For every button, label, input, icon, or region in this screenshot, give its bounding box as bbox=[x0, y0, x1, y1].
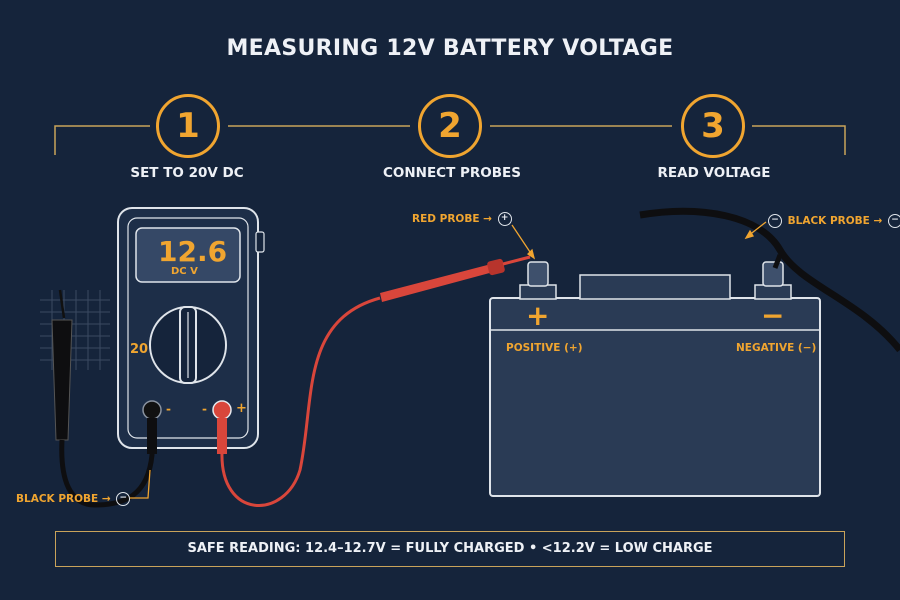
multimeter bbox=[117, 207, 265, 449]
negative-symbol: − bbox=[761, 299, 785, 332]
arrow-icon: → bbox=[873, 215, 883, 227]
voltage-reading: 12.6 bbox=[158, 235, 228, 268]
com-jack[interactable] bbox=[142, 400, 162, 420]
red-probe-callout: RED PROBE → + bbox=[412, 212, 514, 226]
positive-symbol: + bbox=[526, 299, 550, 332]
positive-label: POSITIVE (+) bbox=[506, 342, 583, 354]
plus-badge-icon: + bbox=[497, 212, 512, 226]
step-2-label: CONNECT PROBES bbox=[382, 165, 522, 181]
step-3-label: READ VOLTAGE bbox=[657, 165, 771, 181]
red-probe-callout-text: RED PROBE bbox=[412, 213, 480, 225]
step-1-label: SET TO 20V DC bbox=[130, 165, 244, 181]
black-probe-right-callout-text: BLACK PROBE bbox=[787, 215, 870, 227]
black-probe-left bbox=[51, 289, 157, 508]
step-1-number: 1 bbox=[156, 94, 220, 158]
safe-reading-banner: SAFE READING: 12.4–12.7V = FULLY CHARGED… bbox=[55, 531, 845, 567]
volt-jack-minus-label: - bbox=[202, 402, 207, 416]
minus-badge-icon: − bbox=[768, 214, 782, 228]
step-2-number: 2 bbox=[418, 94, 482, 158]
selector-dial[interactable] bbox=[149, 306, 227, 384]
background-grid bbox=[40, 290, 110, 370]
page-title: MEASURING 12V BATTERY VOLTAGE bbox=[226, 36, 674, 61]
black-probe-left-callout-text: BLACK PROBE bbox=[16, 493, 99, 505]
callout-arrows bbox=[130, 221, 767, 499]
arrow-icon: → bbox=[483, 213, 492, 225]
arrow-icon: → bbox=[101, 493, 111, 505]
volt-jack-plus-label: + bbox=[236, 401, 247, 416]
com-jack-label: - bbox=[166, 402, 171, 416]
negative-label: NEGATIVE (−) bbox=[736, 342, 817, 354]
minus-badge-icon: − bbox=[116, 492, 131, 506]
volt-jack[interactable] bbox=[212, 400, 232, 420]
battery bbox=[489, 261, 821, 497]
black-probe-right bbox=[639, 207, 900, 353]
lcd-screen bbox=[135, 227, 241, 283]
step-3-number: 3 bbox=[681, 94, 745, 158]
voltage-unit: DC V bbox=[171, 266, 198, 277]
minus-badge-icon: − bbox=[887, 214, 900, 228]
step-timeline bbox=[54, 125, 846, 155]
negative-terminal[interactable] bbox=[762, 261, 784, 287]
black-probe-right-callout: − BLACK PROBE → − bbox=[766, 214, 900, 228]
black-probe-left-callout: BLACK PROBE → − bbox=[16, 492, 132, 506]
positive-terminal[interactable] bbox=[527, 261, 549, 287]
red-probe-lead bbox=[217, 255, 531, 507]
safe-reading-text: SAFE READING: 12.4–12.7V = FULLY CHARGED… bbox=[187, 541, 713, 556]
dial-setting-label: 20 bbox=[130, 342, 149, 357]
